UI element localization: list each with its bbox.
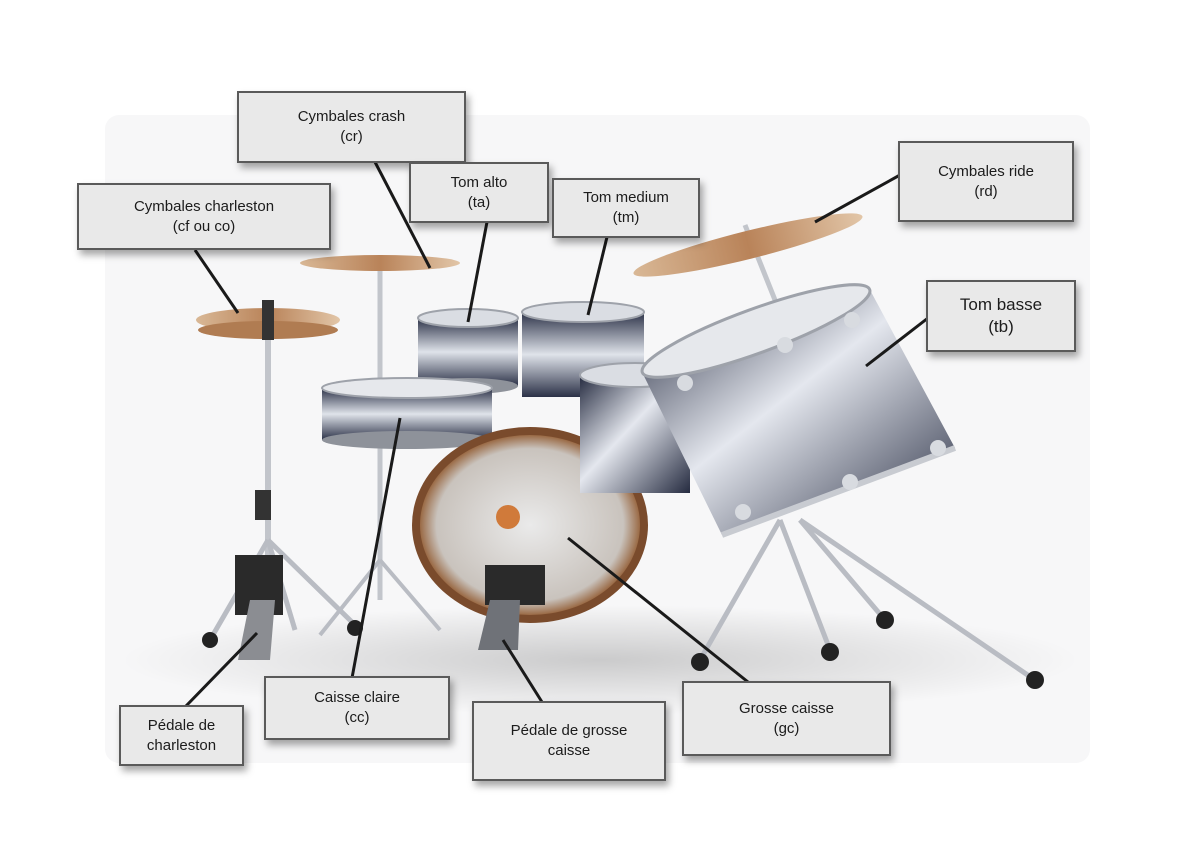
label-text-line1: Grosse caisse [738, 699, 835, 717]
label-cymbales-ride: Cymbales ride (rd) [898, 141, 1074, 222]
label-text-line2: (cf ou co) [172, 217, 236, 235]
leader-line-ride [814, 173, 901, 224]
label-text-line1: Tom medium [583, 189, 669, 206]
label-text-line2: (tm) [612, 209, 640, 226]
label-text-line2: (rd) [974, 182, 998, 200]
label-text-line2: (cc) [344, 709, 370, 726]
label-pedale-de-grosse-caisse: Pédale de grosse caisse [472, 701, 666, 781]
label-text-line1: Cymbales crash [297, 108, 406, 125]
label-text-line2: (ta) [467, 193, 491, 211]
label-tom-medium: Tom medium (tm) [552, 178, 700, 238]
hihat-stand [202, 320, 363, 660]
leader-line-tom-basse [865, 316, 929, 368]
label-tom-alto: Tom alto (ta) [409, 162, 549, 223]
label-grosse-caisse: Grosse caisse (gc) [682, 681, 891, 756]
tom-alto-drum [417, 308, 519, 394]
leader-line-pedale-grosse [501, 639, 544, 703]
label-text-line1: Pédale de grosse [510, 722, 628, 739]
leader-line-grosse-caisse [567, 536, 749, 684]
label-text-line1: Pédale de [147, 716, 216, 734]
leader-lines [184, 161, 929, 708]
label-caisse-claire: Caisse claire (cc) [264, 676, 450, 740]
tom-basse-drum [640, 283, 957, 538]
leader-line-charleston [193, 249, 240, 314]
label-text-line2: (tb) [988, 317, 1014, 336]
label-text-line2: (cr) [340, 128, 363, 145]
label-text-line1: Tom alto [450, 173, 508, 191]
leader-line-caisse-claire [350, 417, 402, 679]
label-text-line1: Cymbales ride [938, 162, 1034, 180]
label-text-line1: Tom basse [959, 295, 1043, 314]
leader-line-pedale-charleston [184, 631, 259, 708]
floor-tom-stand [691, 517, 1044, 689]
label-text-line1: Cymbales charleston [133, 197, 275, 215]
label-text-line1: Caisse claire [314, 689, 400, 706]
label-text-line2: (gc) [773, 719, 800, 737]
label-tom-basse: Tom basse (tb) [926, 280, 1076, 352]
label-cymbales-crash: Cymbales crash (cr) [237, 91, 466, 163]
label-cymbales-charleston: Cymbales charleston (cf ou co) [77, 183, 331, 250]
label-pedale-de-charleston: Pédale de charleston [119, 705, 244, 766]
ride-cymbal [633, 213, 863, 301]
leader-line-crash [373, 161, 432, 269]
label-text-line2: caisse [547, 742, 591, 759]
leader-line-tom-alto [466, 221, 489, 323]
hihat-cymbals [196, 300, 340, 340]
snare-drum [321, 377, 493, 449]
leader-line-tom-medium [586, 236, 609, 316]
label-text-line2: charleston [146, 736, 217, 754]
